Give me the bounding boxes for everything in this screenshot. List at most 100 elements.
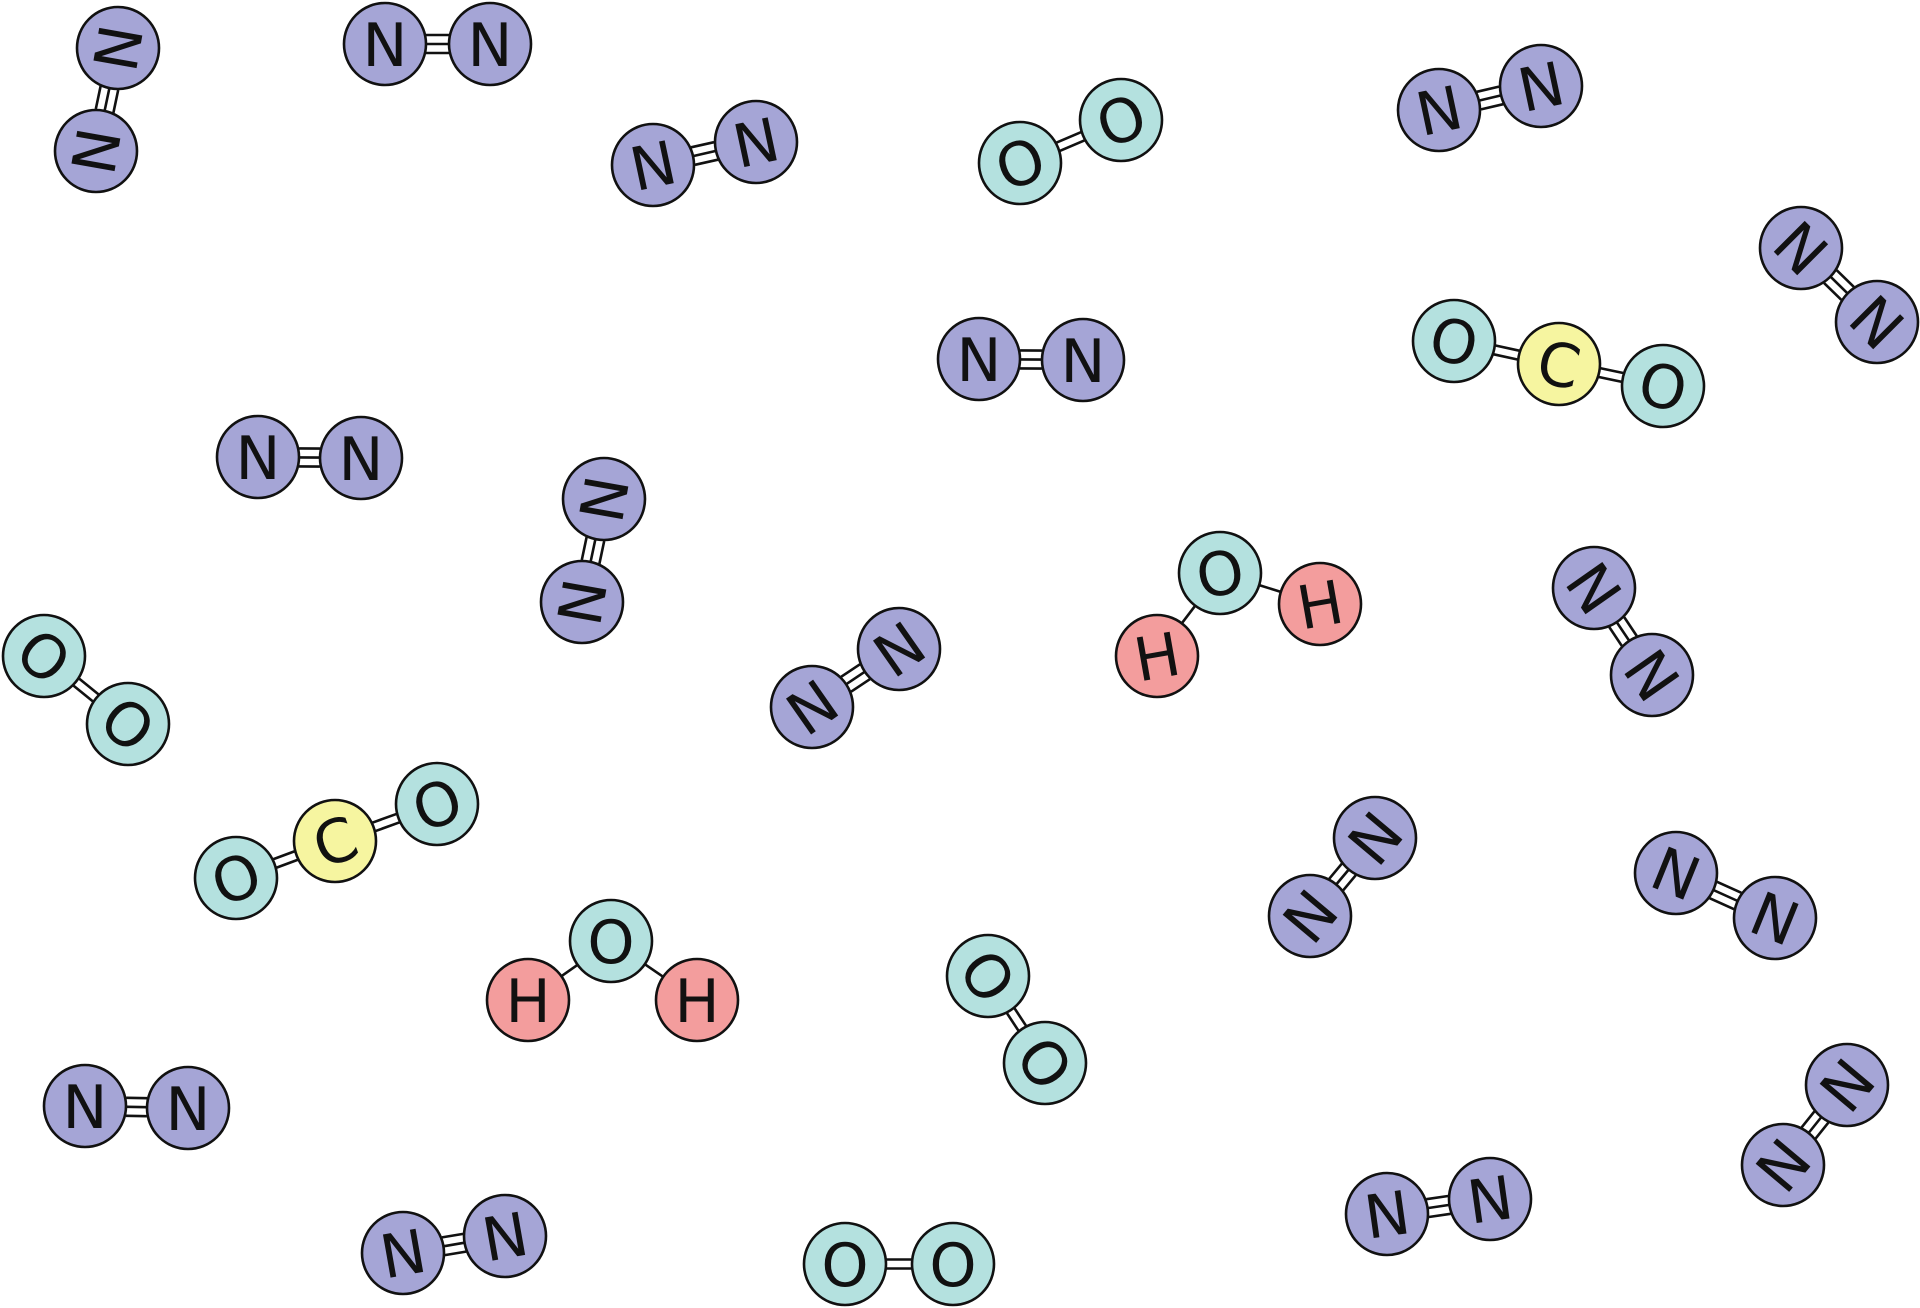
atom-n: N (1732, 875, 1818, 961)
bond-line (441, 1232, 464, 1239)
atom-label: N (1061, 327, 1106, 397)
bond-line (598, 540, 606, 565)
atom-n: N (1267, 873, 1353, 959)
bond-line (1427, 1203, 1450, 1210)
bond-line (272, 849, 296, 861)
atom-circle (1277, 561, 1363, 647)
atom-o: O (1, 613, 87, 700)
atom-label: N (1360, 1178, 1414, 1254)
atom-circle (1177, 530, 1263, 616)
bond-line (580, 536, 588, 561)
molecule-n2: NN (53, 5, 161, 194)
atom-circle (856, 606, 942, 692)
triple-bond (580, 536, 606, 565)
atom-circle (318, 415, 404, 501)
atom-n: N (145, 1065, 231, 1151)
atom-circle (1516, 321, 1602, 407)
atom-label: O (929, 1231, 976, 1301)
bond-line (94, 85, 102, 110)
bond-line (1005, 1012, 1020, 1032)
atom-circle (936, 316, 1022, 402)
atom-circle (769, 664, 855, 750)
atom-circle (539, 559, 625, 645)
double-bond (371, 812, 401, 833)
triple-bond (1019, 349, 1043, 370)
atom-circle (1040, 317, 1126, 403)
bond-line (1712, 888, 1739, 903)
atom-circle (1332, 795, 1418, 881)
atom-circle (1114, 613, 1200, 699)
atom-o: O (1620, 343, 1706, 429)
atom-n: N (1344, 1171, 1430, 1257)
molecule-n2: NN (1758, 205, 1920, 365)
double-bond (72, 677, 100, 703)
atom-n: N (42, 1063, 128, 1149)
triple-bond (1476, 85, 1504, 111)
atom-n: N (53, 108, 139, 194)
bond-line (1478, 94, 1502, 102)
bond-line (1426, 1194, 1449, 1201)
atom-n: N (1740, 1122, 1826, 1208)
atom-circle (561, 456, 647, 542)
triple-bond (1426, 1194, 1451, 1219)
atom-o: O (85, 681, 171, 768)
bond-line (1328, 862, 1343, 880)
atom-circle (462, 1193, 548, 1279)
atom-o: O (944, 933, 1031, 1019)
bond-line (1428, 1212, 1451, 1219)
atom-n: N (1834, 279, 1920, 365)
atom-circle (713, 99, 799, 185)
bond-line (371, 812, 398, 825)
atom-h: H (1277, 561, 1363, 647)
molecule-h2o: HOH (485, 898, 740, 1043)
atom-circle (945, 933, 1031, 1019)
triple-bond (1800, 1110, 1830, 1140)
molecule-o2: OO (944, 933, 1088, 1106)
bond-line (850, 678, 871, 693)
bond-line (589, 538, 597, 563)
atom-n: N (1551, 545, 1637, 631)
double-bond (272, 849, 299, 870)
atom-circle (342, 1, 428, 87)
bond-line (1800, 1110, 1816, 1129)
atom-circle (193, 835, 279, 921)
atom-circle (1804, 1042, 1890, 1128)
atom-circle (1411, 298, 1497, 384)
atom-o: O (977, 120, 1063, 206)
atom-circle (1609, 632, 1695, 718)
atom-circle (1396, 67, 1482, 153)
atom-h: H (485, 957, 571, 1043)
atom-h: H (1114, 613, 1200, 699)
atom-o: O (1411, 298, 1497, 384)
atom-n: N (215, 414, 301, 500)
bond-line (1342, 874, 1357, 892)
atom-n: N (1609, 632, 1695, 718)
atom-circle (1344, 1171, 1430, 1257)
triple-bond (426, 33, 449, 55)
atom-circle (394, 761, 480, 847)
triple-bond (298, 447, 321, 468)
atom-c: C (1516, 321, 1602, 407)
bond-line (443, 1241, 465, 1248)
bond-line (275, 858, 299, 870)
atom-n: N (769, 664, 855, 750)
atom-circle (610, 122, 696, 208)
molecule-n2: NN (1740, 1042, 1890, 1208)
atom-n: N (713, 99, 799, 185)
bond-line (1597, 375, 1623, 384)
triple-bond (1608, 616, 1638, 647)
atom-o: O (193, 835, 279, 921)
atom-circle (802, 1221, 888, 1307)
molecule-o2: OO (977, 77, 1164, 206)
atom-label: N (166, 1075, 211, 1145)
